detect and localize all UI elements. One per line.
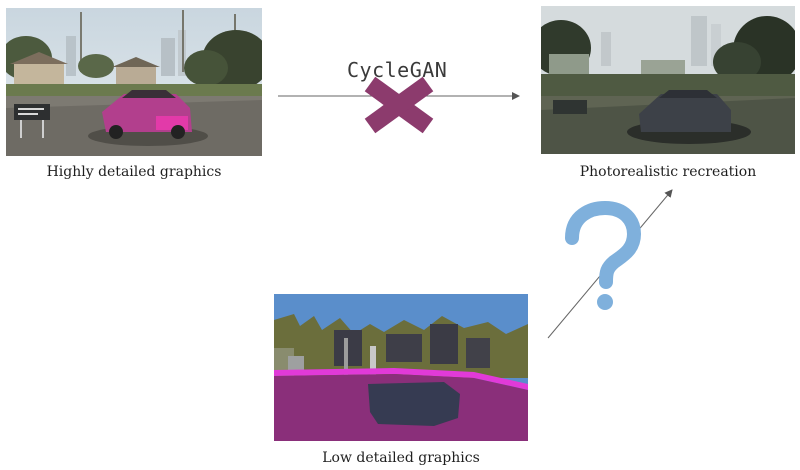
low-detailed-graphics-image: [274, 294, 528, 441]
low-detailed-graphics-caption: Low detailed graphics: [322, 450, 480, 466]
photorealistic-recreation-caption: Photorealistic recreation: [579, 164, 757, 180]
cross-mark-icon: [364, 76, 434, 134]
highly-detailed-graphics-image: [6, 8, 262, 156]
photorealistic-recreation-image: [541, 6, 795, 154]
cyclegan-label: CycleGAN: [347, 58, 448, 82]
question-mark-icon: [565, 200, 642, 310]
highly-detailed-graphics-caption: Highly detailed graphics: [46, 164, 222, 180]
